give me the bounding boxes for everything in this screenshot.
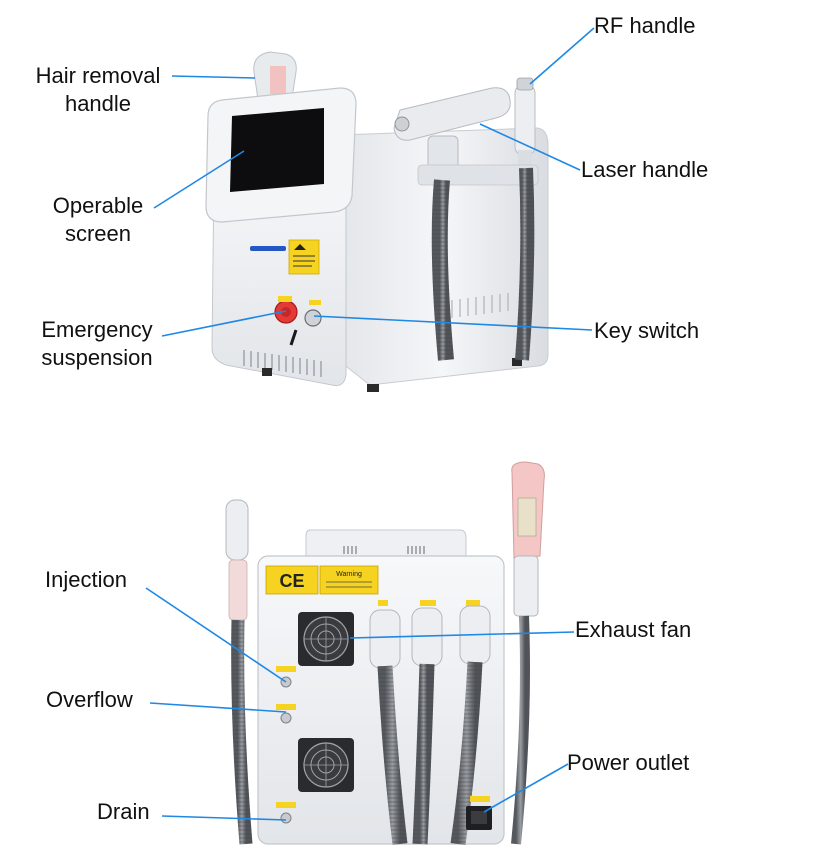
leader-operable-screen xyxy=(153,150,245,209)
rear-machine: CE Warning xyxy=(225,461,545,846)
leader-overflow xyxy=(149,702,287,713)
rear-hair-removal-handle xyxy=(511,461,545,845)
rear-rf-handle xyxy=(225,499,253,845)
handle-holster xyxy=(417,164,539,186)
label-laser-handle: Laser handle xyxy=(581,157,709,182)
leader-exhaust-fan xyxy=(349,631,575,639)
side-vents xyxy=(451,293,509,318)
drain-port[interactable] xyxy=(280,812,292,824)
leader-key-switch xyxy=(313,315,593,331)
operable-screen-display[interactable] xyxy=(230,108,324,192)
leader-laser-handle xyxy=(479,123,581,171)
leader-lines xyxy=(145,27,595,821)
leader-emergency-suspension xyxy=(161,310,287,337)
label-drain: Drain xyxy=(97,799,150,824)
label-operable-screen-line1: Operable xyxy=(52,193,144,218)
ce-sticker xyxy=(265,565,319,595)
warning-label-text: Warning xyxy=(336,571,362,578)
bottom-vents xyxy=(243,350,322,377)
label-emergency-suspension-line2: suspension xyxy=(41,345,153,370)
label-exhaust-fan: Exhaust fan xyxy=(575,617,692,642)
label-emergency-suspension: Emergency suspension xyxy=(30,316,164,372)
label-hair-removal-handle-line2: handle xyxy=(64,91,132,116)
warning-label xyxy=(319,565,379,595)
label-hair-removal-handle-line1: Hair removal xyxy=(35,63,161,88)
leader-power-outlet xyxy=(483,763,569,813)
label-power-outlet: Power outlet xyxy=(567,750,690,775)
label-key-switch: Key switch xyxy=(594,318,700,343)
label-injection: Injection xyxy=(45,567,127,592)
label-hair-removal-handle: Hair removal handle xyxy=(22,62,174,118)
indicator-strip xyxy=(250,246,286,251)
key-switch-knob[interactable] xyxy=(304,309,322,327)
rf-handle xyxy=(514,77,536,170)
front-machine xyxy=(205,51,549,392)
leader-rf-handle xyxy=(529,27,595,85)
leader-hair-removal-handle xyxy=(171,75,256,79)
label-operable-screen: Operable screen xyxy=(40,192,156,248)
label-overflow: Overflow xyxy=(46,687,133,712)
label-rf-handle: RF handle xyxy=(594,13,696,38)
leader-injection xyxy=(145,587,287,683)
leader-drain xyxy=(161,815,287,821)
exhaust-fan-lower xyxy=(298,738,354,792)
label-operable-screen-line2: screen xyxy=(64,221,132,246)
overflow-port[interactable] xyxy=(280,712,292,724)
label-emergency-suspension-line1: Emergency xyxy=(41,317,153,342)
warning-sticker xyxy=(288,239,320,275)
ce-mark: CE xyxy=(279,571,304,591)
exhaust-fan-upper xyxy=(298,612,354,666)
